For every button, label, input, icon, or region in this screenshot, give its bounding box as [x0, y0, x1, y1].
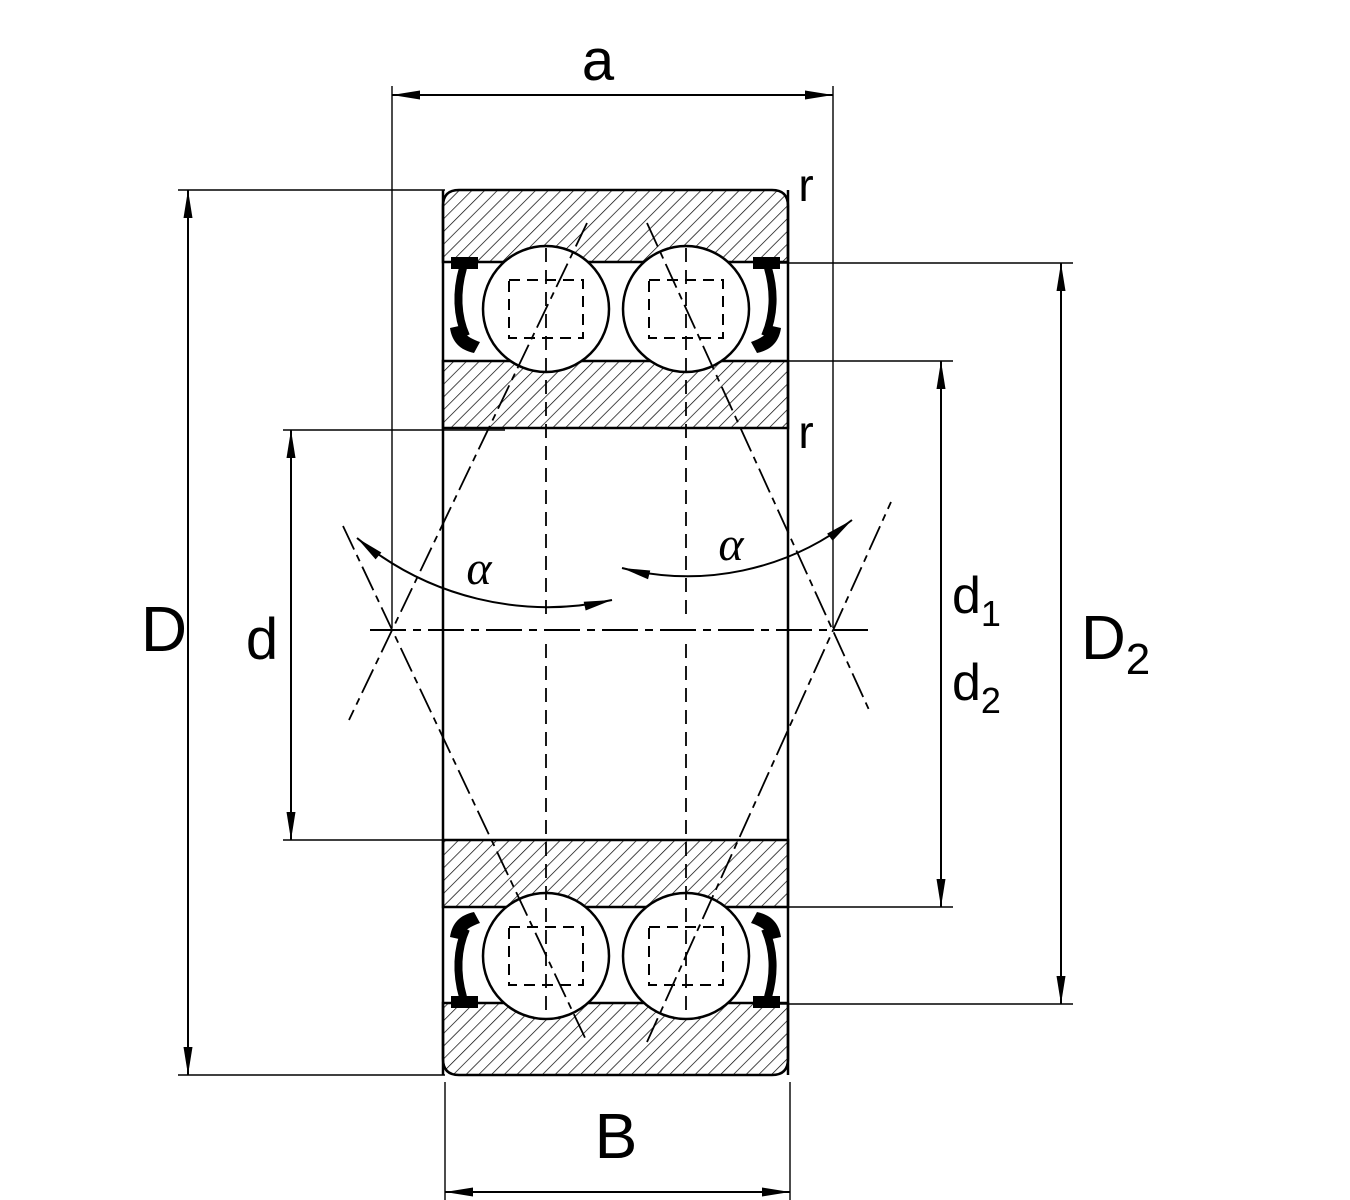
seal-bottom-left [450, 912, 480, 1008]
label-D2: D2 [1081, 604, 1150, 684]
label-d1-base: d [952, 567, 981, 625]
contact-line [646, 222, 871, 713]
seal-top-right [751, 257, 781, 353]
dim-D [178, 189, 445, 1076]
label-d1-sub: 1 [981, 593, 1001, 634]
label-D2-sub: 2 [1126, 635, 1150, 684]
outer-ring-top-section [441, 188, 790, 264]
dim-d1-d2 [740, 360, 953, 908]
angle-arc-left [356, 537, 613, 611]
contact-line [348, 222, 588, 721]
inner-ring-bottom-section [441, 838, 790, 909]
label-alpha-left: α [466, 542, 492, 595]
label-D2-base: D [1081, 604, 1126, 673]
label-r-top: r [798, 159, 813, 211]
angle-arc-right [621, 519, 853, 580]
seal-top-left [450, 257, 480, 353]
label-alpha-right: α [718, 518, 744, 571]
dim-B [444, 1082, 791, 1200]
dim-d [283, 429, 505, 841]
label-d2-base: d [952, 654, 981, 712]
label-d2-sub: 2 [981, 680, 1001, 721]
label-a: a [582, 28, 615, 93]
outer-ring-bottom-section [441, 1001, 790, 1077]
contact-line [646, 501, 892, 1043]
seal-bottom-right [751, 912, 781, 1008]
label-d: d [246, 607, 278, 672]
label-d2: d2 [952, 654, 1001, 721]
contact-lines [342, 222, 892, 1043]
label-r-bottom: r [798, 406, 813, 458]
dim-a [391, 86, 834, 628]
label-d1: d1 [952, 567, 1001, 634]
contact-line [342, 525, 588, 1043]
inner-ring-top-section [441, 359, 790, 430]
label-B: B [595, 1100, 638, 1172]
label-D: D [141, 593, 187, 665]
dim-D2 [757, 262, 1073, 1005]
